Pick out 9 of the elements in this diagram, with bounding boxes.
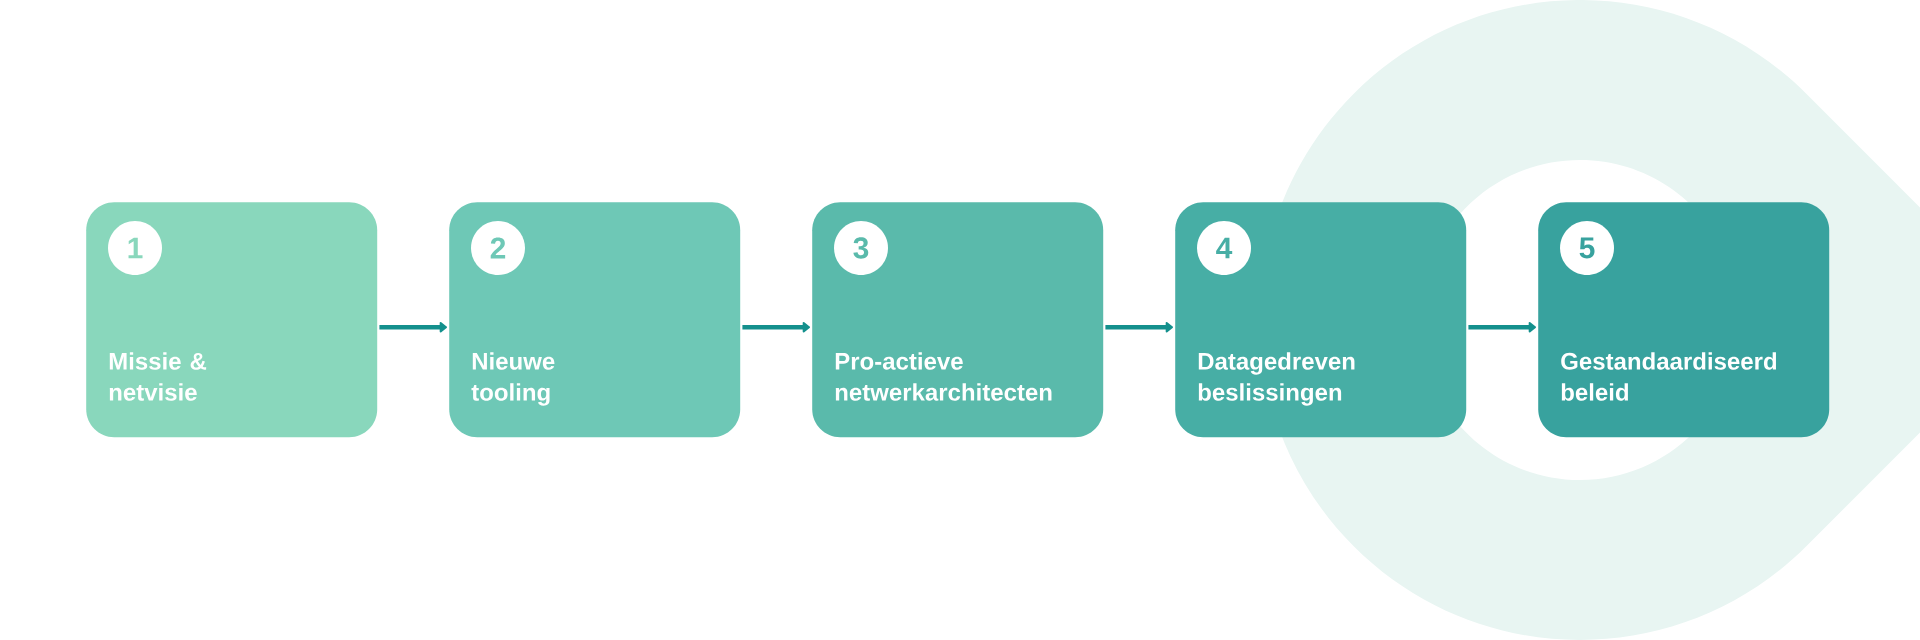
arrow [1105, 322, 1173, 333]
step-number: 1 [108, 221, 162, 275]
step-number: 2 [471, 221, 525, 275]
step-number: 5 [1560, 221, 1614, 275]
step-number: 4 [1197, 221, 1251, 275]
step-number: 3 [834, 221, 888, 275]
arrow [379, 322, 447, 333]
arrow [742, 322, 810, 333]
arrow [1468, 322, 1536, 333]
